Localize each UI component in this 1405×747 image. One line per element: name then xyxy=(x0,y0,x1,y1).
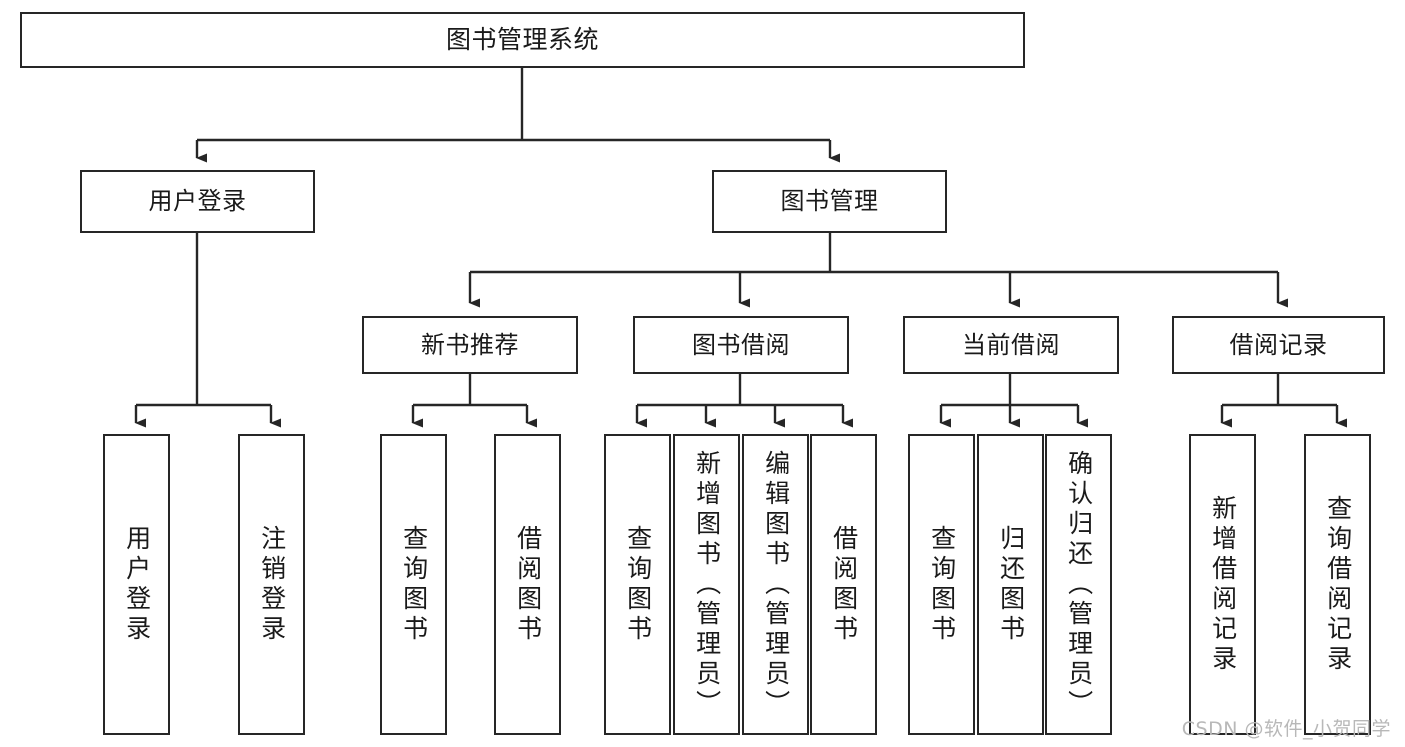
node-label: 编辑图书（管理员） xyxy=(761,449,791,720)
node-book-management[interactable]: 图书管理 xyxy=(712,170,947,233)
leaf-book-borrow-query[interactable]: 查询图书 xyxy=(604,434,671,735)
node-label: 借阅记录 xyxy=(1229,330,1328,359)
node-label: 新增借阅记录 xyxy=(1208,494,1238,675)
leaf-borrow-record-query[interactable]: 查询借阅记录 xyxy=(1304,434,1371,735)
node-label: 查询图书 xyxy=(399,524,429,645)
leaf-current-borrow-query[interactable]: 查询图书 xyxy=(908,434,975,735)
node-label: 查询借阅记录 xyxy=(1323,494,1353,675)
leaf-book-borrow-edit[interactable]: 编辑图书（管理员） xyxy=(742,434,809,735)
leaf-new-book-borrow[interactable]: 借阅图书 xyxy=(494,434,561,735)
leaf-user-login-logout[interactable]: 注销登录 xyxy=(238,434,305,735)
node-label: 确认归还（管理员） xyxy=(1064,449,1094,720)
leaf-current-borrow-confirm-return[interactable]: 确认归还（管理员） xyxy=(1045,434,1112,735)
node-current-borrow[interactable]: 当前借阅 xyxy=(903,316,1119,374)
node-label: 图书管理系统 xyxy=(445,25,599,55)
node-label: 新书推荐 xyxy=(421,330,519,359)
leaf-user-login-login[interactable]: 用户登录 xyxy=(103,434,170,735)
leaf-new-book-query[interactable]: 查询图书 xyxy=(380,434,447,735)
node-label: 当前借阅 xyxy=(962,330,1060,359)
node-label: 归还图书 xyxy=(996,524,1026,645)
node-label: 查询图书 xyxy=(623,524,653,645)
node-root-book-management-system[interactable]: 图书管理系统 xyxy=(20,12,1025,68)
leaf-current-borrow-return[interactable]: 归还图书 xyxy=(977,434,1044,735)
node-label: 注销登录 xyxy=(257,524,287,645)
node-user-login[interactable]: 用户登录 xyxy=(80,170,315,233)
leaf-book-borrow-borrow[interactable]: 借阅图书 xyxy=(810,434,877,735)
leaf-book-borrow-add[interactable]: 新增图书（管理员） xyxy=(673,434,740,735)
node-label: 用户登录 xyxy=(122,524,152,645)
node-label: 借阅图书 xyxy=(829,524,859,645)
node-label: 图书借阅 xyxy=(692,330,790,359)
node-new-book-recommend[interactable]: 新书推荐 xyxy=(362,316,578,374)
node-label: 新增图书（管理员） xyxy=(692,449,722,720)
node-book-borrow[interactable]: 图书借阅 xyxy=(633,316,849,374)
leaf-borrow-record-add[interactable]: 新增借阅记录 xyxy=(1189,434,1256,735)
node-label: 图书管理 xyxy=(780,187,879,216)
node-label: 用户登录 xyxy=(148,187,247,216)
node-label: 查询图书 xyxy=(927,524,957,645)
node-borrow-record[interactable]: 借阅记录 xyxy=(1172,316,1385,374)
node-label: 借阅图书 xyxy=(513,524,543,645)
